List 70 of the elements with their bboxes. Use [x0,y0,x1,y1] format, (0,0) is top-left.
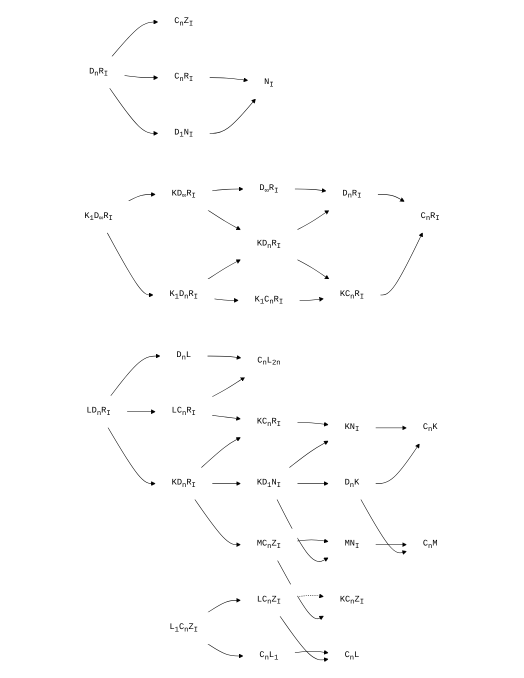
arrow [377,194,405,202]
arrow [296,259,330,280]
node-text: MN$_{I}$ [344,538,360,551]
arrow [296,594,324,598]
arrow [207,210,241,230]
arrow [380,232,423,296]
arrow [214,298,239,303]
node-text: KC$_{n}$Z$_{I}$ [340,594,364,606]
arrow [200,437,241,468]
arrow [207,644,244,658]
node-text: K$_{1}$D$_{∞}$R$_{I}$ [84,210,113,223]
arrow [288,440,329,468]
node-text: D$_{n}$R$_{I}$ [89,66,108,78]
arrow [212,376,246,398]
node-text: KD$_{n}$R$_{I}$ [256,238,282,251]
node-text: K$_{1}$D$_{n}$R$_{I}$ [169,288,198,301]
node-text: D$_{1}$N$_{I}$ [174,127,194,140]
node-text: C$_{n}$Z$_{I}$ [174,16,194,28]
node-text: D$_{n}$K [344,478,360,490]
arrow [375,443,420,484]
arrow [296,538,329,544]
node-text: KD$_{n}$R$_{I}$ [172,478,196,490]
node-text: KC$_{n}$R$_{I}$ [256,416,282,428]
arrow [108,427,156,486]
node-text: D$_{n}$L [176,350,192,362]
node-text: KN$_{I}$ [344,422,360,434]
arrow [296,422,329,427]
arrow [209,77,248,82]
arrow [280,616,329,662]
arrow [299,296,324,302]
arrow [212,186,244,192]
arrow [294,650,329,655]
arrow [207,355,242,360]
arrow [296,481,329,486]
node-text: C$_{n}$K [422,422,438,434]
arrow [209,98,256,134]
arrow [194,499,241,548]
node-text: C$_{n}$L [344,650,360,662]
arrow [112,20,158,57]
node-text: L$_{1}$C$_{n}$Z$_{I}$ [169,622,198,634]
arrow [360,499,407,555]
arrow [207,259,241,280]
arrow [375,426,407,430]
node-text: C$_{n}$R$_{I}$ [174,72,194,84]
arrow [124,75,158,80]
node-text: C$_{n}$R$_{I}$ [420,210,440,223]
arrow [276,499,329,562]
node-text: LC$_{n}$R$_{I}$ [172,406,196,418]
arrow [126,409,156,414]
arrow [375,542,407,548]
arrow [296,210,330,230]
arrow [207,598,241,613]
node-text: D$_{∞}$R$_{I}$ [259,183,278,196]
arrow [128,192,156,202]
arrow [109,88,158,136]
node-text: K$_{1}$C$_{n}$R$_{I}$ [254,294,284,306]
node-text: C$_{n}$L$_{2n}$ [257,355,281,368]
node-text: KD$_{∞}$R$_{I}$ [172,188,196,200]
arrow [212,481,241,486]
node-text: LD$_{n}$R$_{I}$ [86,406,111,418]
node-text: KD$_{1}$N$_{I}$ [256,478,282,490]
arrow [294,188,326,193]
arrow [212,415,241,421]
node-text: KC$_{n}$R$_{I}$ [340,288,364,301]
arrow [110,354,160,396]
node-text: C$_{n}$L$_{1}$ [259,650,278,662]
node-text: N$_{I}$ [264,77,274,90]
node-text: C$_{n}$M [422,538,438,551]
arrow [106,232,154,298]
node-text: D$_{n}$R$_{I}$ [342,188,362,200]
